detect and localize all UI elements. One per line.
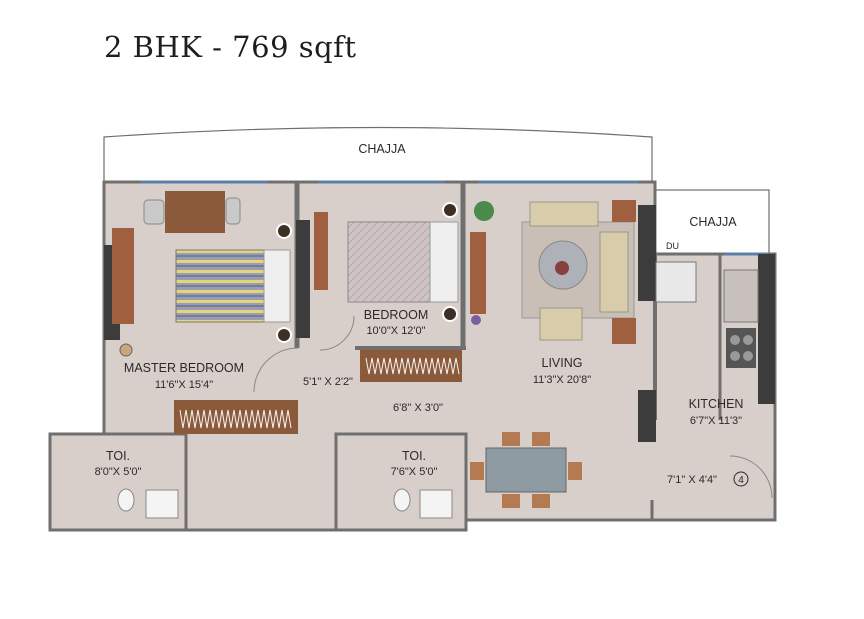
- kitchen-dim: 6'7"X 11'3": [690, 415, 742, 427]
- lobby-dim: 6'8" X 3'0": [393, 402, 443, 414]
- living-name: LIVING: [542, 356, 583, 370]
- toilet-left-name: TOI.: [106, 449, 130, 463]
- chajja-right-label: CHAJJA: [689, 215, 737, 229]
- chajja-top: [103, 126, 653, 183]
- toilet-mid-dim: 7'6"X 5'0": [391, 466, 438, 478]
- chajja-top-label: CHAJJA: [358, 142, 406, 156]
- entry-marker-circle: [733, 471, 749, 487]
- toilet-left-dim: 8'0"X 5'0": [95, 466, 142, 478]
- entry-dim: 7'1" X 4'4": [667, 474, 717, 486]
- living-dim: 11'3"X 20'8": [533, 374, 591, 386]
- kitchen-name: KITCHEN: [689, 397, 744, 411]
- chajja-right: [654, 189, 770, 255]
- plan-title: 2 BHK - 769 sqft: [104, 30, 357, 64]
- du-label: DU: [666, 241, 679, 251]
- master-bedroom-dim: 11'6"X 15'4": [155, 379, 213, 391]
- bedroom-dim: 10'0"X 12'0": [366, 325, 425, 337]
- toilet-mid-name: TOI.: [402, 449, 426, 463]
- entry-marker: 4: [738, 475, 744, 486]
- master-bedroom-name: MASTER BEDROOM: [124, 361, 244, 375]
- passage-dim: 5'1" X 2'2": [303, 376, 353, 388]
- bedroom-name: BEDROOM: [364, 308, 429, 322]
